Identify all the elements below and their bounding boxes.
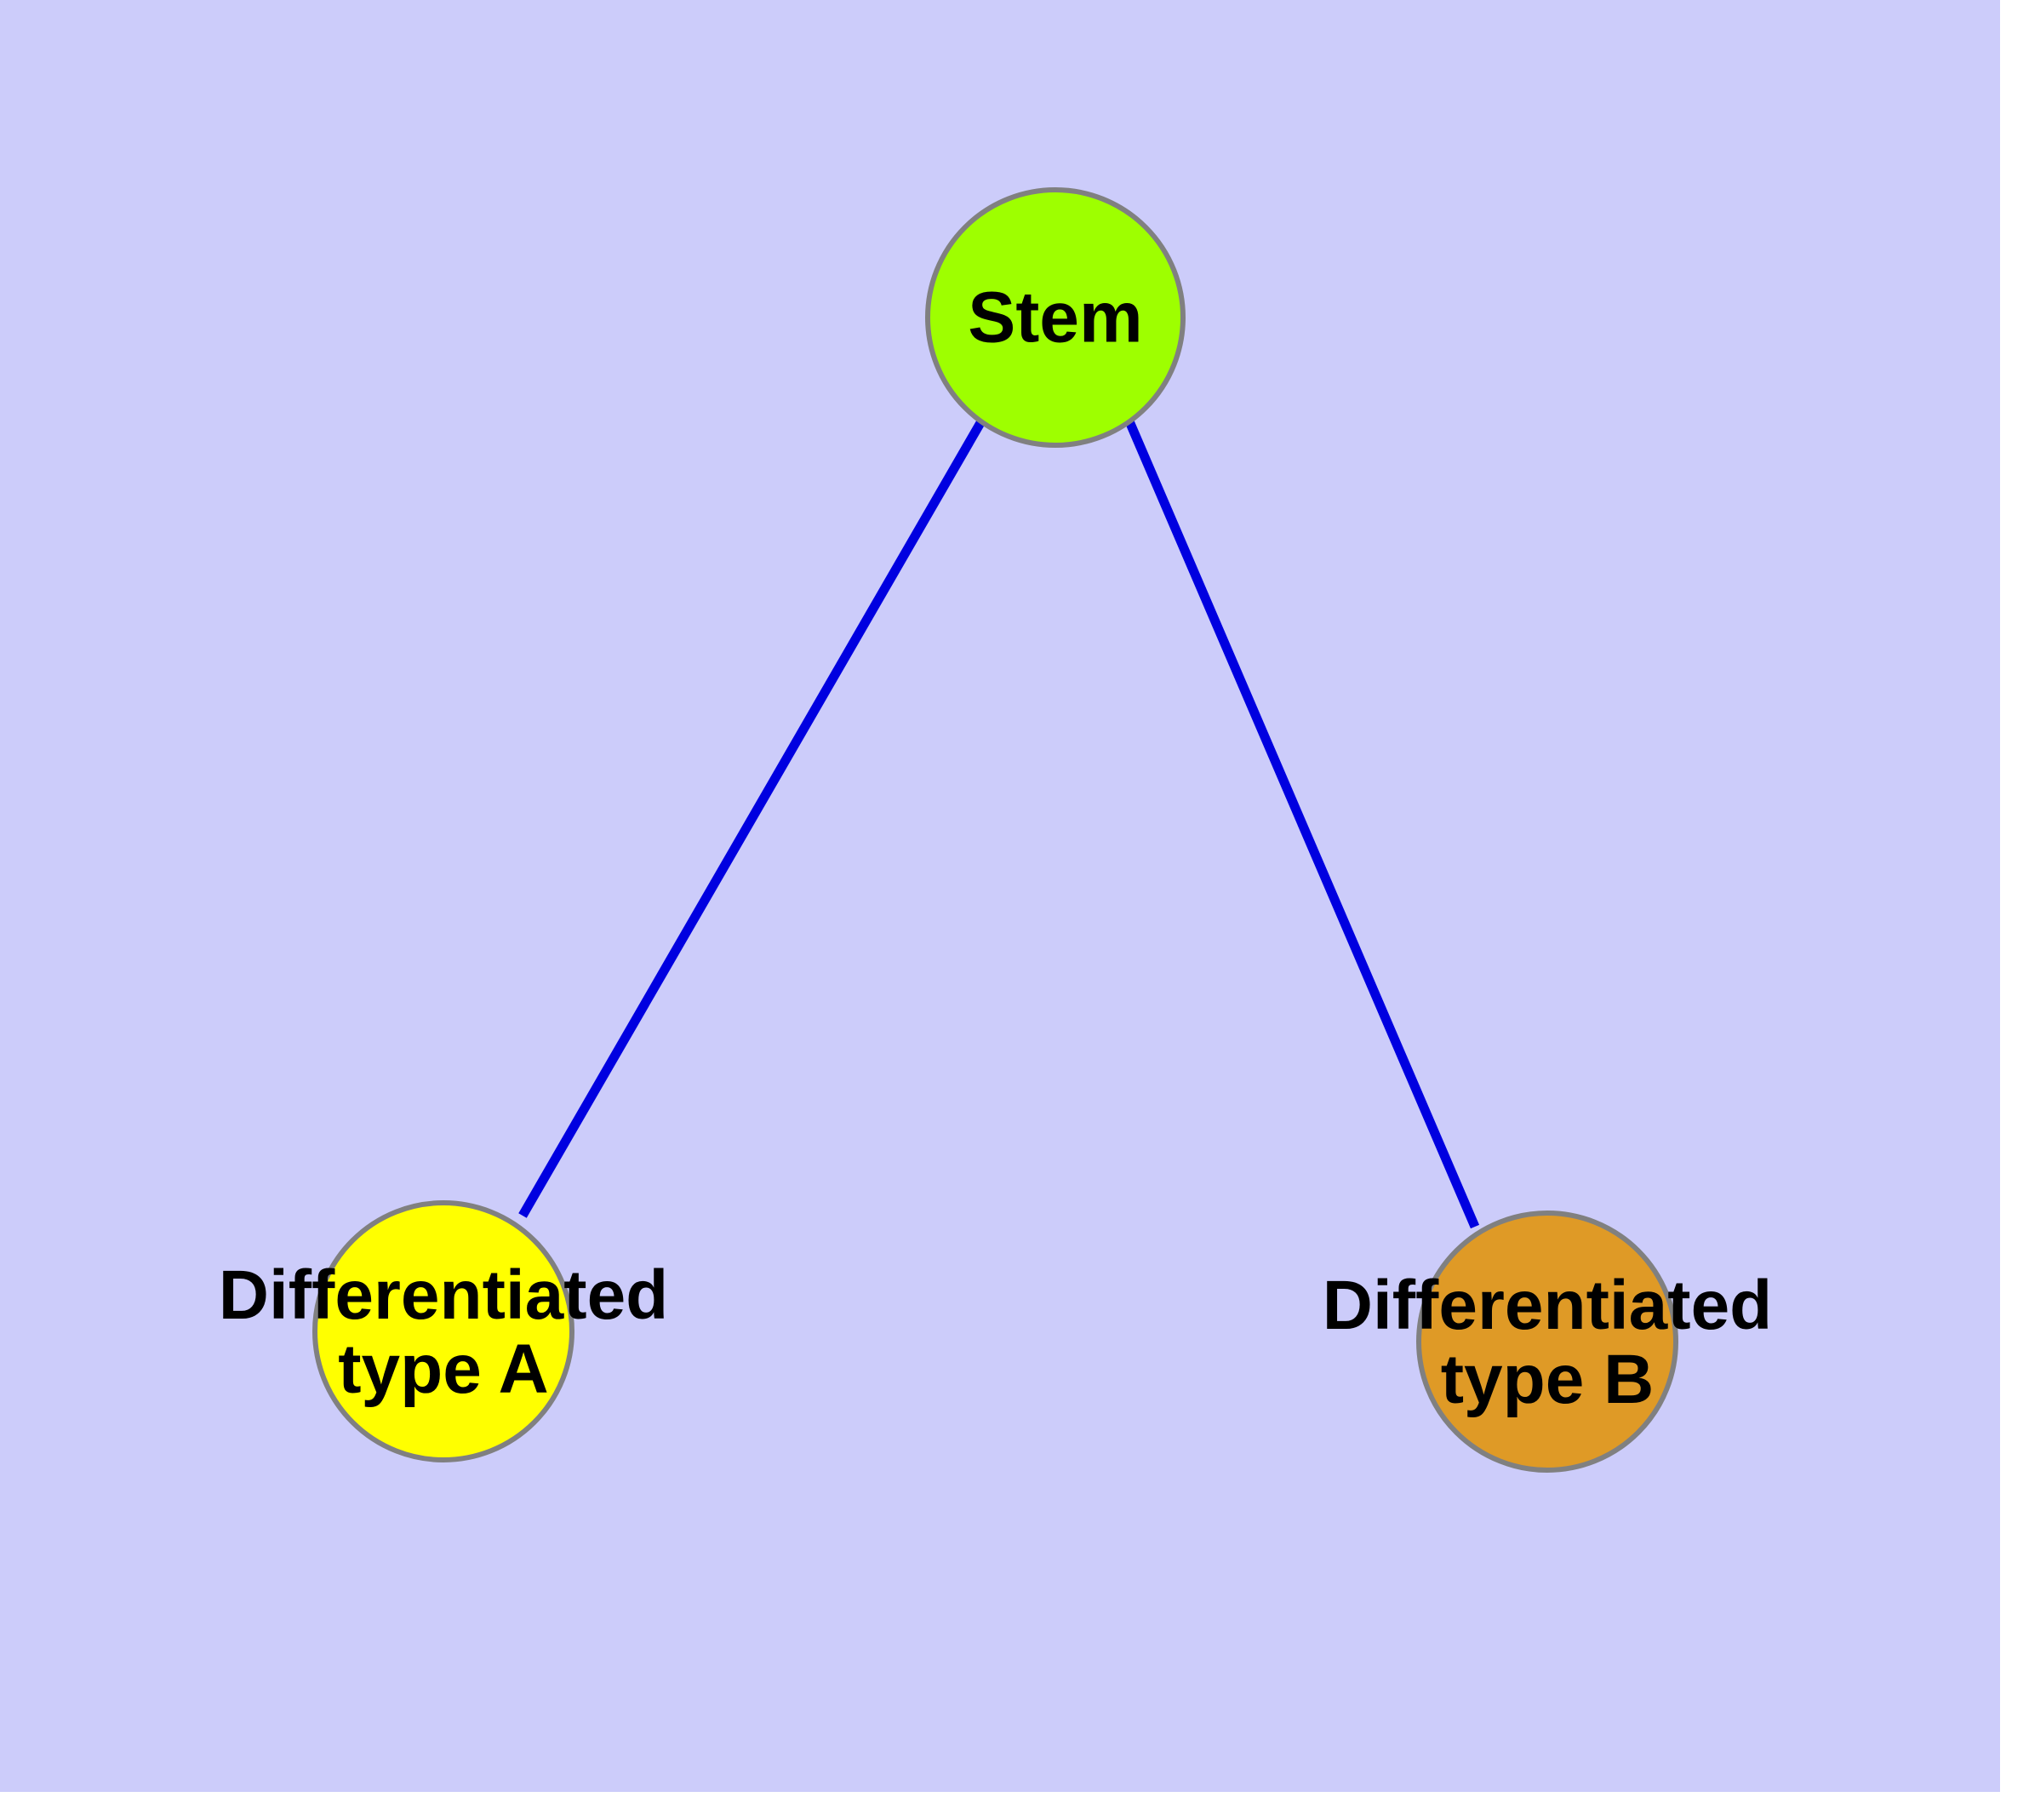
edge-group [518,419,1480,1229]
node-group [312,187,1678,1473]
node-type-b[interactable] [1416,1210,1678,1473]
edge-stem-to-type-a[interactable] [518,419,986,1218]
edge-stem-to-type-b[interactable] [1124,419,1480,1229]
node-stem[interactable] [925,187,1186,448]
node-type-a[interactable] [312,1200,574,1462]
